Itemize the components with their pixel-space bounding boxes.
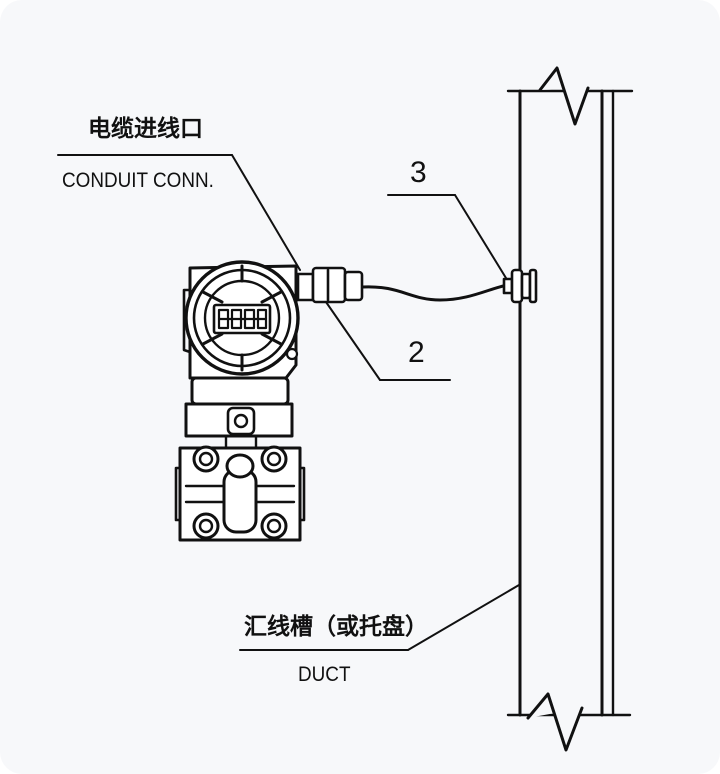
transmitter-housing: [182, 260, 300, 380]
duct-label-cn: 汇线槽（或托盘）: [244, 614, 428, 640]
duct-label-en: DUCT: [298, 663, 351, 686]
conduit-label-en: CONDUIT CONN.: [62, 169, 214, 192]
bezel-spokes: [201, 264, 283, 372]
break-bottom-symbol: [526, 692, 584, 752]
callout-2: 2: [408, 336, 425, 369]
duct-tray: [506, 66, 634, 752]
callout-3: 3: [410, 156, 427, 189]
cable: [360, 283, 510, 302]
sensor-flange: [174, 445, 306, 542]
transmitter-body: [184, 376, 294, 450]
break-top-symbol: [538, 66, 590, 126]
conduit-label-cn: 电缆进线口: [88, 116, 203, 142]
cable-gland-at-duct: [502, 268, 538, 304]
lcd-digits: [217, 308, 268, 330]
flange-bolts: [192, 445, 288, 540]
leader-lines: [57, 154, 520, 651]
conduit-connector: [296, 266, 364, 304]
